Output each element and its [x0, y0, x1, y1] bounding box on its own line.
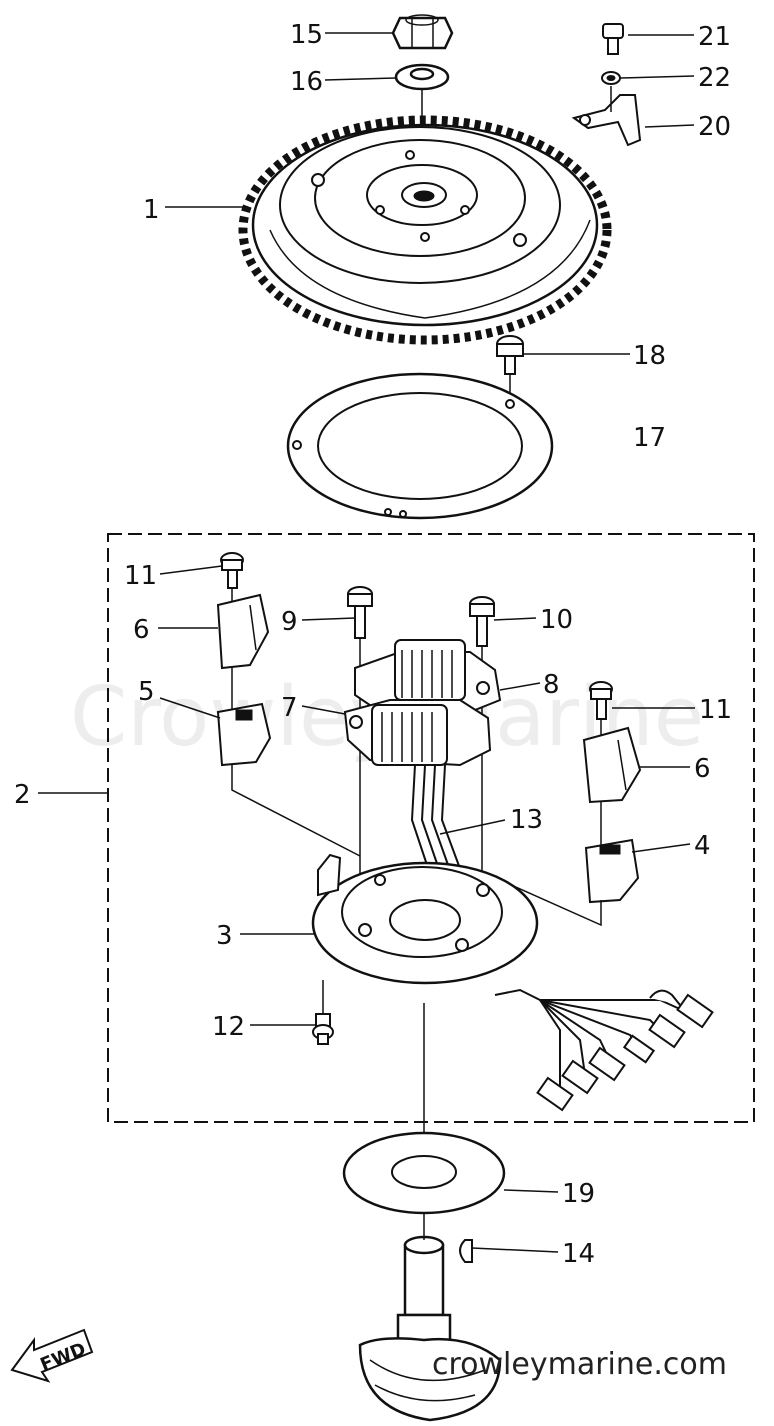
callout-20: 20	[698, 112, 731, 142]
callout-21: 21	[698, 22, 731, 52]
callout-7: 7	[281, 693, 298, 723]
stator-assembly-boundary	[107, 533, 755, 1123]
pulser-screw-part	[496, 335, 524, 375]
callout-9: 9	[281, 607, 298, 637]
right-charge-coil-part	[584, 838, 640, 904]
coil-wire-harness-part	[410, 764, 463, 881]
flywheel-part	[238, 115, 612, 345]
callout-12: 12	[212, 1012, 245, 1042]
cover-plate-part	[342, 1131, 506, 1215]
callout-6-right: 6	[694, 754, 711, 784]
nut-part	[391, 14, 454, 50]
right-coil-screw-part	[589, 681, 613, 720]
callout-8: 8	[543, 670, 560, 700]
stator-base-part	[311, 853, 539, 985]
callout-6-left: 6	[133, 615, 150, 645]
coil-screw-b-part	[469, 596, 495, 647]
callout-13: 13	[510, 805, 543, 835]
callout-11-right: 11	[699, 695, 732, 725]
bracket-bolt-part	[602, 23, 624, 55]
callout-14: 14	[562, 1239, 595, 1269]
washer-part	[394, 63, 450, 91]
callout-17: 17	[633, 423, 666, 453]
coil-screw-a-part	[347, 586, 373, 639]
left-coil-screw-part	[220, 552, 244, 589]
lighting-coil-lower-part	[343, 699, 492, 767]
left-charge-coil-part	[216, 702, 272, 767]
magneto-plate-part	[286, 372, 554, 520]
callout-2: 2	[14, 780, 31, 810]
stator-base-screw-part	[312, 1013, 334, 1045]
lighting-coil-upper-part	[354, 639, 502, 713]
callout-18: 18	[633, 341, 666, 371]
crankshaft-part	[358, 1235, 502, 1422]
callout-3: 3	[216, 921, 233, 951]
callout-4: 4	[694, 831, 711, 861]
stator-wire-connectors-part	[494, 988, 714, 1112]
right-coil-cover-part	[582, 726, 642, 804]
callout-10: 10	[540, 605, 573, 635]
callout-19: 19	[562, 1179, 595, 1209]
bracket-part	[571, 86, 642, 147]
callout-16: 16	[290, 67, 323, 97]
site-label: crowleymarine.com	[432, 1347, 727, 1382]
left-coil-cover-part	[216, 593, 270, 670]
callout-1: 1	[143, 195, 160, 225]
forward-direction-arrow: FWD	[10, 1328, 94, 1383]
bracket-washer-part	[601, 71, 621, 85]
woodruff-key-part	[459, 1239, 473, 1263]
callout-15: 15	[290, 20, 323, 50]
callout-5: 5	[138, 677, 155, 707]
callout-11-left: 11	[124, 561, 157, 591]
callout-22: 22	[698, 63, 731, 93]
